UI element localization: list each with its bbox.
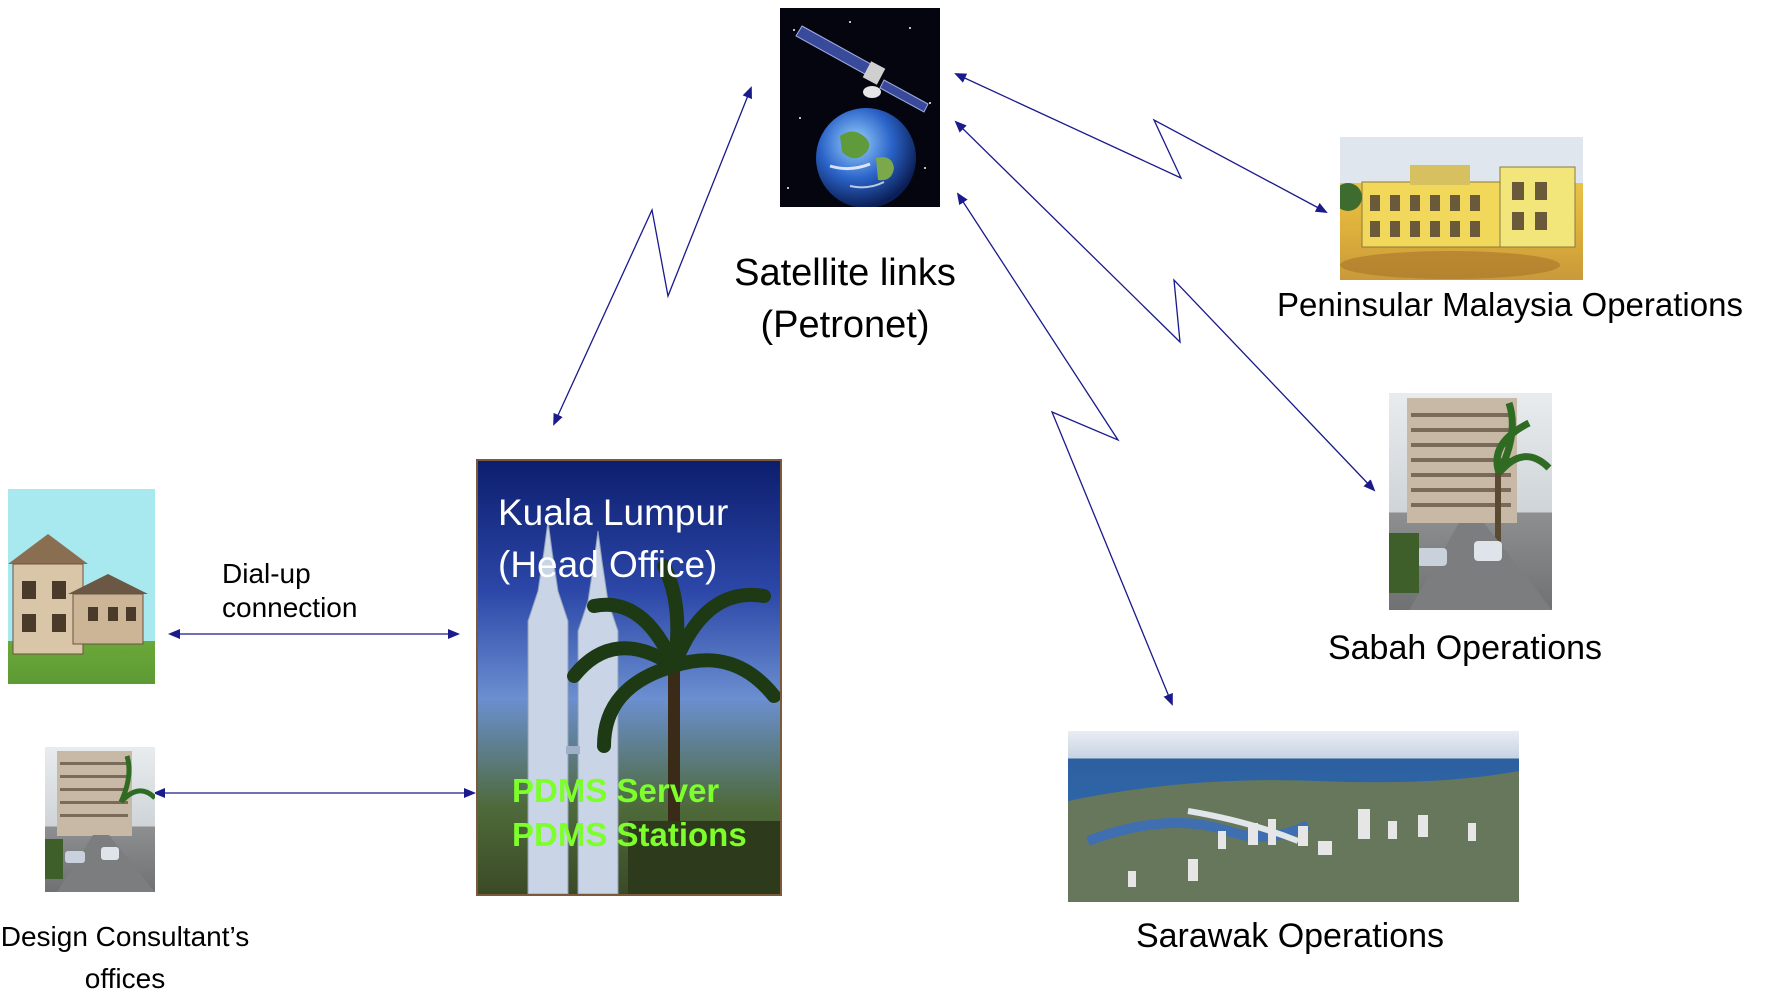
consultant-house-image bbox=[8, 489, 155, 684]
pdms-text: PDMS Server PDMS Stations bbox=[512, 769, 747, 857]
satellite-links-line1: Satellite links bbox=[734, 252, 956, 294]
pdms-stations-label: PDMS Stations bbox=[512, 816, 747, 853]
dialup-line2: connection bbox=[222, 592, 358, 623]
head-office-image: Kuala Lumpur (Head Office) PDMS Server P… bbox=[476, 459, 782, 896]
head-office-title-line1: Kuala Lumpur bbox=[498, 492, 729, 533]
peninsular-label: Peninsular Malaysia Operations bbox=[1277, 286, 1743, 323]
satellite-links-label: Satellite links (Petronet) bbox=[700, 247, 990, 351]
satellite-image bbox=[780, 8, 940, 207]
sarawak-label: Sarawak Operations bbox=[1135, 917, 1445, 955]
link-satellite-sarawak bbox=[956, 192, 1173, 706]
sabah-label: Sabah Operations bbox=[1327, 629, 1603, 667]
link-satellite-peninsular bbox=[954, 73, 1328, 213]
head-office-title-line2: (Head Office) bbox=[498, 544, 718, 585]
link-head-office-satellite bbox=[553, 86, 752, 426]
sarawak-aerial-image bbox=[1068, 731, 1519, 902]
peninsular-building-image bbox=[1340, 137, 1583, 280]
consultant-office-image bbox=[45, 747, 155, 892]
consultant-label: Design Consultant’s offices bbox=[0, 916, 250, 1000]
head-office-title: Kuala Lumpur (Head Office) bbox=[498, 487, 728, 591]
consultant-label-line1: Design Consultant’s bbox=[0, 921, 250, 952]
dialup-line1: Dial-up bbox=[222, 558, 311, 589]
sabah-building-image bbox=[1389, 393, 1552, 610]
consultant-label-line2: offices bbox=[84, 963, 166, 994]
satellite-links-line2: (Petronet) bbox=[760, 304, 930, 346]
pdms-server-label: PDMS Server bbox=[512, 772, 720, 809]
dialup-label: Dial-up connection bbox=[222, 557, 357, 625]
